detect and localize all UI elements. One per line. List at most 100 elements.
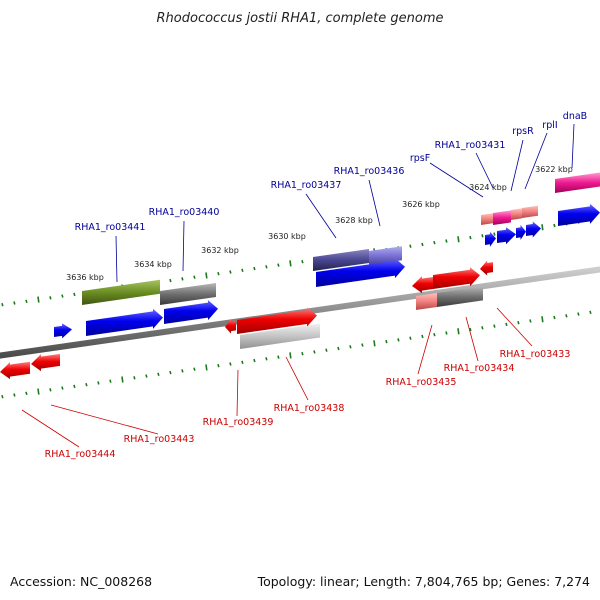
map-title: Rhodococcus jostii RHA1, complete genome [157, 11, 444, 26]
gene-label: rplI [542, 120, 557, 131]
gene-arrow-ro03435 [412, 276, 433, 294]
scale-tick [409, 244, 412, 248]
scale-tick [493, 324, 496, 328]
leader-line [21, 409, 80, 448]
gene-arrow-dnab [558, 203, 600, 226]
scale-tick [553, 223, 556, 228]
gene-label: RHA1_ro03436 [334, 166, 405, 177]
scale-tick [37, 296, 40, 303]
scale-tick [385, 339, 388, 344]
scale-tick [313, 350, 316, 354]
gene-arrow-rpli [526, 221, 541, 238]
leader-line [429, 162, 484, 198]
gene-label: RHA1_ro03437 [271, 180, 342, 191]
leader-line [417, 324, 433, 375]
feature-block-ro03441 [82, 279, 160, 305]
gene-label: RHA1_ro03435 [386, 377, 457, 388]
gene-arrow-ro03433 [480, 260, 493, 276]
scale-tick [289, 260, 292, 267]
gene-label: RHA1_ro03438 [274, 403, 345, 414]
scale-tick [469, 327, 472, 332]
scale-tick [253, 358, 256, 363]
scale-tick [457, 236, 460, 243]
kbp-label: 3626 kbp [402, 200, 440, 209]
leader-line [50, 404, 159, 435]
feature-block-ro03437 [313, 248, 369, 271]
leader-line [475, 152, 494, 189]
lower-scale-track [1, 310, 592, 399]
scale-tick [73, 384, 76, 389]
scale-tick [217, 272, 220, 276]
gene-label: rpsR [512, 126, 534, 137]
gene-arrow-ro03434 [433, 267, 480, 289]
gene-labels: RHA1_ro03441RHA1_ro03440RHA1_ro03437RHA1… [21, 111, 587, 460]
scale-tick [169, 278, 172, 283]
scale-tick [25, 299, 28, 303]
scale-tick [421, 334, 424, 339]
scale-tick [169, 370, 172, 375]
gene-arrow-ro03439 [225, 318, 236, 334]
gene-arrow-rpsr [516, 224, 526, 240]
scale-tick [289, 352, 292, 359]
scale-tick [457, 328, 460, 335]
scale-tick [181, 369, 184, 373]
scale-tick [61, 294, 64, 298]
gene-label: RHA1_ro03439 [203, 417, 274, 428]
gene-arrows [0, 203, 600, 380]
gene-label: RHA1_ro03433 [500, 349, 571, 360]
scale-tick [73, 292, 76, 297]
scale-tick [241, 360, 244, 364]
feature-blocks [82, 172, 600, 349]
leader-line [496, 307, 533, 347]
scale-tick [553, 315, 556, 320]
scale-tick [229, 362, 232, 366]
scale-tick [145, 374, 148, 378]
scale-tick [517, 320, 520, 325]
scale-tick [337, 346, 340, 351]
gene-label: dnaB [563, 111, 587, 122]
scale-tick [97, 381, 100, 385]
kbp-label: 3624 kbp [469, 183, 507, 192]
scale-tick [505, 322, 508, 327]
scale-tick [49, 296, 52, 300]
scale-tick [373, 340, 376, 347]
scale-tick [13, 301, 16, 305]
leader-line [305, 193, 337, 239]
scale-tick [541, 224, 544, 231]
gene-arrow-ro03440 [164, 300, 218, 324]
scale-tick [469, 235, 472, 240]
gene-arrow-ro03441 [86, 308, 163, 336]
scale-tick [577, 312, 580, 316]
scale-tick [421, 242, 424, 247]
gene-arrow-ro03431 [497, 227, 516, 245]
scale-tick [493, 232, 496, 236]
gene-label: rpsF [410, 153, 430, 164]
scale-tick [61, 386, 64, 390]
scale-tick [349, 345, 352, 349]
scale-tick [277, 263, 280, 267]
scale-tick [433, 333, 436, 337]
scale-tick [481, 234, 484, 238]
scale-tick [1, 395, 4, 399]
leader-line [571, 123, 575, 169]
scale-tick [49, 388, 52, 392]
feature-block-ro03438 [240, 323, 320, 349]
kbp-label: 3634 kbp [134, 260, 172, 269]
gene-label: RHA1_ro03431 [435, 140, 506, 151]
gene-label: RHA1_ro03443 [124, 434, 195, 445]
scale-tick [205, 272, 208, 279]
gene-arrow-ro03438 [237, 307, 317, 334]
scale-tick [301, 259, 304, 264]
scale-tick [397, 338, 400, 342]
scale-tick [301, 351, 304, 356]
scale-tick [529, 319, 532, 323]
gene-arrow-forward-small [54, 323, 72, 339]
gene-arrow-rpsf [485, 231, 496, 247]
scale-tick [85, 382, 88, 387]
feature-block-ro03434 [437, 286, 483, 307]
leader-line [115, 235, 118, 283]
scale-tick [157, 372, 160, 377]
scale-tick [217, 364, 220, 368]
kbp-label: 3628 kbp [335, 216, 373, 225]
